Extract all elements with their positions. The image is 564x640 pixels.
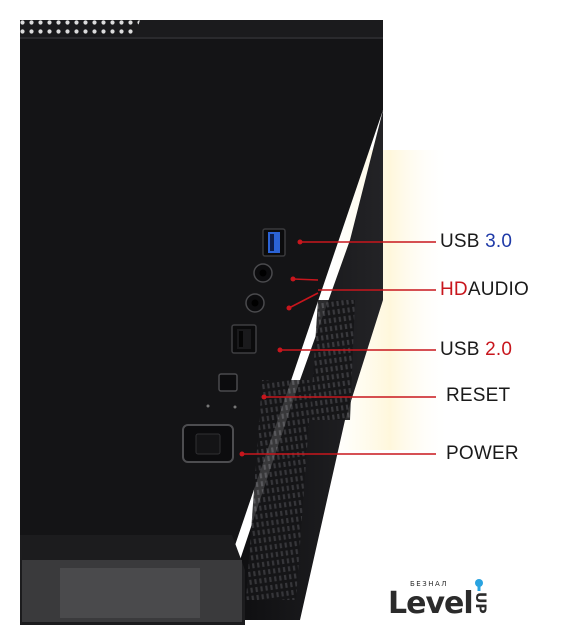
psu-window-shade: [60, 568, 200, 618]
usb3-label-prefix: USB: [440, 231, 486, 252]
leader-line-audio-1: [292, 278, 319, 281]
usb2-label-version: 2.0: [485, 339, 513, 360]
headphone-jack: [253, 263, 273, 283]
hd-audio-label-hd: HD: [440, 279, 468, 300]
power-label: POWER: [446, 443, 519, 464]
usb2-label: USB 2.0: [440, 339, 512, 361]
hd-audio-label: HDAUDIO: [440, 279, 529, 301]
leader-dots: [239, 239, 303, 457]
usb2-label-prefix: USB: [440, 339, 486, 360]
usb3-port: [262, 228, 286, 257]
led-indicator: [206, 404, 210, 408]
usb2-port: [231, 324, 257, 354]
leader-lines: [242, 241, 436, 455]
side-vents-upper: [310, 300, 355, 420]
side-vents-lower: [246, 380, 312, 600]
usb3-label-version: 3.0: [485, 231, 513, 252]
reset-label: RESET: [446, 385, 511, 406]
led-indicator: [233, 405, 237, 409]
leader-line-audio-2: [288, 292, 319, 309]
power-button: [182, 424, 234, 463]
logo-subtitle: БЕЗНАЛ: [410, 580, 449, 588]
logo-wordmark: Level: [388, 586, 474, 621]
reset-button: [218, 373, 238, 392]
usb3-label: USB 3.0: [440, 231, 512, 253]
case-front-face: [20, 38, 383, 560]
logo-up-text: UP: [472, 592, 488, 614]
level-up-logo: БЕЗНАЛ Level UP: [388, 578, 500, 628]
hd-audio-label-audio: AUDIO: [467, 279, 530, 300]
logo-arrow-icon: [475, 579, 483, 591]
microphone-jack: [245, 293, 265, 313]
